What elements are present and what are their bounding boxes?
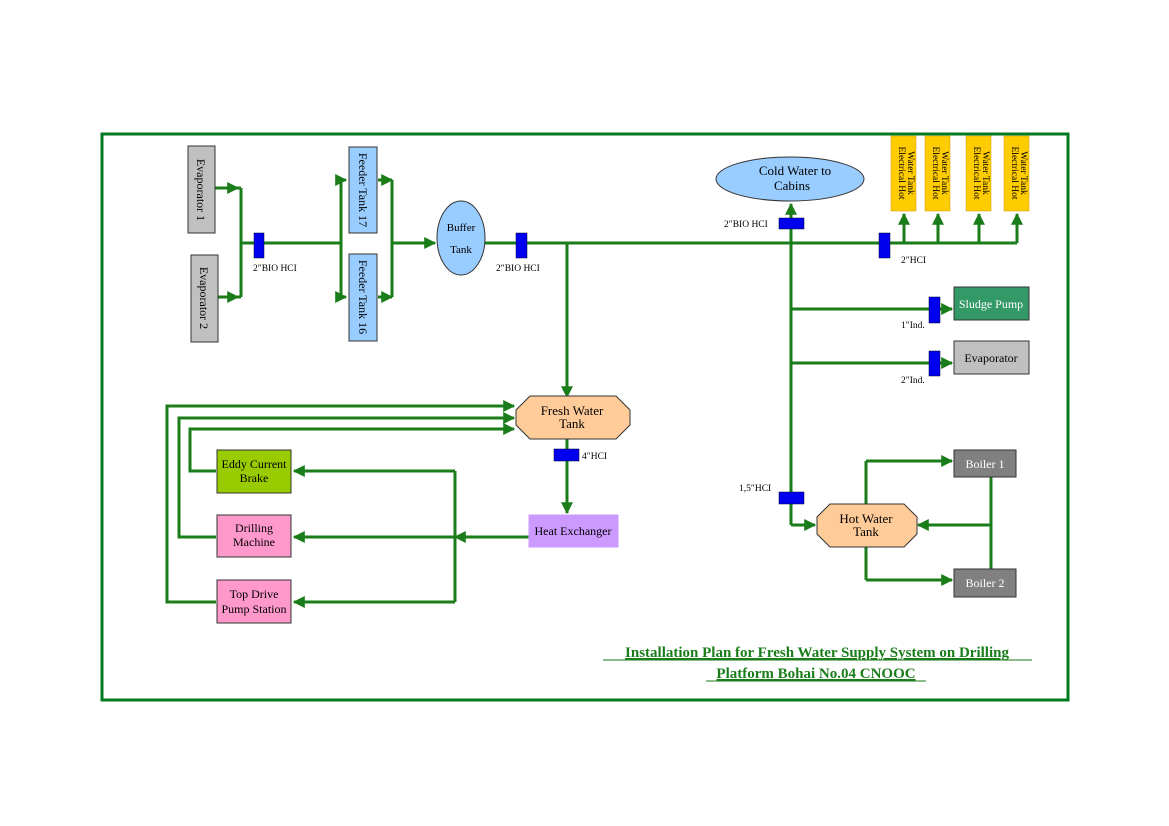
diagram-frame — [100, 132, 1070, 702]
top-drive-box[interactable] — [216, 579, 292, 624]
hot-water-label-1: Hot Water — [839, 511, 893, 526]
valve-buffer-out[interactable] — [515, 232, 528, 259]
cold-water-cabins[interactable] — [715, 156, 865, 202]
eht-3-label-1: Electrical Hot — [971, 146, 981, 199]
valve-evap-main[interactable] — [253, 232, 265, 259]
evaporator-right-label: Evaporator — [964, 351, 1017, 365]
electrical-hot-water-tank-4[interactable]: Electrical Hot Water Tank — [1003, 135, 1030, 212]
eht-1-label-2: Water Tank — [905, 151, 915, 195]
evaporator-1-label: Evaporator 1 — [194, 159, 208, 221]
diagram-title-line-1: Installation Plan for Fresh Water Supply… — [625, 645, 1009, 661]
label-buffer-out: 2″BIO HCI — [496, 264, 540, 274]
boiler-1-box[interactable] — [953, 449, 1017, 478]
heat-exchanger-box[interactable] — [528, 514, 619, 548]
boiler-2-label: Boiler 2 — [966, 576, 1005, 590]
label-hot-tanks: 2″HCI — [901, 256, 926, 266]
eht-1-label-1: Electrical Hot — [896, 146, 906, 199]
eht-2-label-2: Water Tank — [939, 151, 949, 195]
pipe-labels: 2″BIO HCI 2″BIO HCI 2″BIO HCI 2″HCI 1″In… — [253, 220, 926, 494]
pipe-return-drilling — [177, 412, 516, 539]
sludge-pump-box[interactable] — [953, 286, 1030, 321]
feeder-tank-16-box[interactable] — [348, 253, 378, 342]
eht-4-label-2: Water Tank — [1018, 151, 1028, 195]
pipe-return-topdrive — [165, 400, 516, 604]
evaporator-2-box[interactable] — [190, 254, 219, 343]
label-hot-water-in: 1,5″HCI — [739, 484, 771, 494]
fresh-water-label-2: Tank — [559, 416, 585, 431]
fresh-water-tank[interactable] — [515, 395, 631, 440]
label-fresh-out: 4″HCI — [582, 452, 607, 462]
cold-water-label-2: Cabins — [774, 178, 810, 193]
valve-hot-water-in[interactable] — [778, 491, 805, 505]
valve-evaporator[interactable] — [928, 350, 941, 377]
evaporator-right-box[interactable] — [953, 340, 1030, 375]
eht-4-label-1: Electrical Hot — [1009, 146, 1019, 199]
eddy-current-brake-box[interactable] — [216, 449, 292, 494]
valve-cold-water[interactable] — [778, 217, 805, 230]
diagram-title-line-2: Platform Bohai No.04 CNOOC — [716, 666, 915, 682]
feeder-tank-17-box[interactable] — [348, 146, 378, 234]
topdrive-label-1: Top Drive — [230, 587, 279, 601]
buffer-tank-label-2: Tank — [450, 244, 472, 256]
valve-sludge[interactable] — [928, 296, 941, 324]
valve-hot-tanks[interactable] — [878, 232, 891, 259]
boiler-1-label: Boiler 1 — [966, 457, 1005, 471]
drilling-label-1: Drilling — [235, 521, 273, 535]
drilling-label-2: Machine — [233, 535, 275, 549]
eddy-label-2: Brake — [240, 471, 269, 485]
feeder-tank-16-label: Feeder Tank 16 — [356, 260, 370, 334]
electrical-hot-water-tank-3[interactable]: Electrical Hot Water Tank — [965, 135, 992, 212]
boiler-2-box[interactable] — [953, 568, 1017, 598]
eht-2-label-1: Electrical Hot — [930, 146, 940, 199]
label-sludge: 1″Ind. — [901, 321, 925, 331]
cold-water-label-1: Cold Water to — [759, 163, 831, 178]
drilling-machine-box[interactable] — [216, 514, 292, 558]
valve-fresh-out[interactable] — [553, 448, 580, 462]
valves — [253, 217, 941, 505]
pipe-return-eddy — [188, 423, 516, 473]
topdrive-label-2: Pump Station — [221, 602, 286, 616]
eddy-label-1: Eddy Current — [222, 457, 288, 471]
electrical-hot-water-tank-2[interactable]: Electrical Hot Water Tank — [924, 135, 951, 212]
fresh-water-label-1: Fresh Water — [541, 403, 604, 418]
label-evap-main: 2″BIO HCI — [253, 264, 297, 274]
hot-water-tank[interactable] — [816, 503, 918, 548]
label-evaporator: 2″Ind. — [901, 376, 925, 386]
electrical-hot-water-tank-1[interactable]: Electrical Hot Water Tank — [890, 135, 917, 212]
buffer-tank-label-1: Buffer — [447, 222, 476, 234]
buffer-tank[interactable] — [436, 200, 486, 276]
hot-water-label-2: Tank — [853, 524, 879, 539]
feeder-tank-17-label: Feeder Tank 17 — [356, 153, 370, 227]
sludge-pump-label: Sludge Pump — [959, 297, 1023, 311]
pipes — [165, 174, 1023, 608]
eht-3-label-2: Water Tank — [980, 151, 990, 195]
label-cold-water: 2″BIO HCI — [724, 220, 768, 230]
evaporator-2-label: Evaporator 2 — [197, 267, 211, 329]
heat-exchanger-label: Heat Exchanger — [535, 524, 612, 538]
evaporator-1-box[interactable] — [187, 145, 216, 234]
